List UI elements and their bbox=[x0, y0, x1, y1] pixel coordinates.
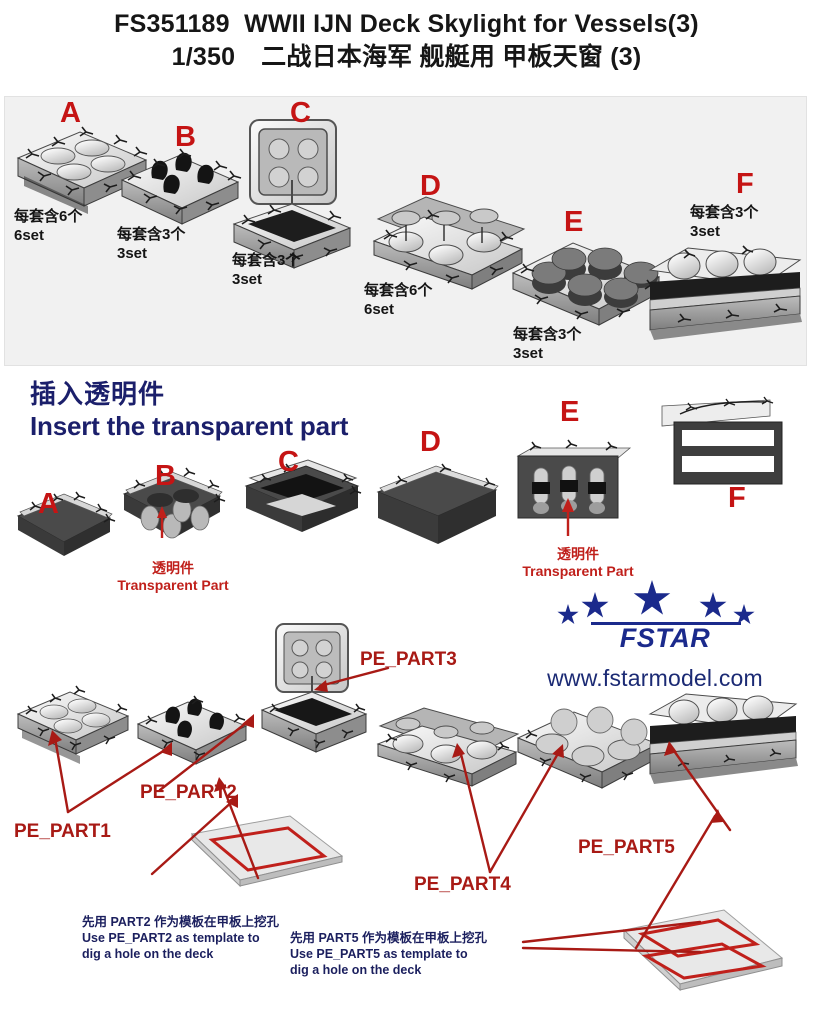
deck-hole-note-right-en-1: Use PE_PART5 as template to bbox=[290, 947, 468, 961]
deck-hole-note-left: 先用 PART2 作为模板在甲板上挖孔 Use PE_PART2 as temp… bbox=[82, 914, 279, 962]
title-chinese: 二战日本海军 舰艇用 甲板天窗 (3) bbox=[261, 43, 642, 71]
logo-star-3 bbox=[633, 580, 671, 615]
transparent-part-note-e: 透明件 Transparent Part bbox=[508, 546, 648, 580]
pe-part3-label: PE_PART3 bbox=[360, 649, 457, 670]
part-qty-e-en: 3set bbox=[513, 345, 544, 362]
part-qty-a: 每套含6个 6set bbox=[14, 207, 82, 245]
part-letter-f: F bbox=[736, 168, 754, 200]
part-letter-c: C bbox=[290, 97, 311, 129]
deck-hole-note-left-en-2: dig a hole on the deck bbox=[82, 947, 214, 961]
transparent-part-note-e-en: Transparent Part bbox=[522, 563, 634, 579]
pe-part2-label: PE_PART2 bbox=[140, 782, 237, 803]
part-qty-a-cn: 每套含6个 bbox=[14, 208, 83, 225]
scale-label: 1/350 bbox=[171, 43, 236, 71]
part-qty-e-cn: 每套含3个 bbox=[513, 326, 582, 343]
part-qty-c-cn: 每套含3个 bbox=[232, 252, 301, 269]
part-qty-a-en: 6set bbox=[14, 227, 45, 244]
deck-hole-note-left-en-1: Use PE_PART2 as template to bbox=[82, 931, 260, 945]
insert-heading-cn: 插入透明件 bbox=[30, 379, 166, 409]
part-qty-c-en: 3set bbox=[232, 271, 263, 288]
part-letter-a: A bbox=[60, 97, 81, 129]
part-qty-d: 每套含6个 6set bbox=[364, 281, 432, 319]
transparent-letter-d: D bbox=[420, 426, 441, 458]
page-title: FS351189 WWII IJN Deck Skylight for Vess… bbox=[0, 8, 813, 74]
transparent-letter-f: F bbox=[728, 482, 746, 514]
logo-wordmark: FSTAR bbox=[619, 623, 711, 653]
logo-star-2 bbox=[581, 592, 609, 618]
pe-part5-label: PE_PART5 bbox=[578, 837, 675, 858]
part-qty-f-en: 3set bbox=[690, 223, 721, 240]
part-letter-e: E bbox=[564, 206, 584, 238]
deck-hole-note-left-cn: 先用 PART2 作为模板在甲板上挖孔 bbox=[82, 915, 279, 929]
website-url[interactable]: www.fstarmodel.com bbox=[547, 665, 763, 691]
transparent-part-note-b-en: Transparent Part bbox=[117, 577, 229, 593]
logo-star-1 bbox=[557, 604, 579, 625]
part-qty-b-cn: 每套含3个 bbox=[117, 226, 186, 243]
transparent-part-note-b-cn: 透明件 bbox=[152, 560, 194, 576]
transparent-letter-a: A bbox=[38, 488, 59, 520]
insert-transparent-heading: 插入透明件 Insert the transparent part bbox=[30, 378, 550, 442]
title-english: WWII IJN Deck Skylight for Vessels(3) bbox=[244, 10, 699, 38]
logo-bar bbox=[591, 622, 741, 625]
deck-hole-note-right-en-2: dig a hole on the deck bbox=[290, 963, 422, 977]
part-qty-b: 每套含3个 3set bbox=[117, 225, 185, 263]
logo-star-4 bbox=[699, 592, 727, 618]
part-qty-f-cn: 每套含3个 bbox=[690, 204, 759, 221]
part-letter-d: D bbox=[420, 170, 441, 202]
transparent-letter-e: E bbox=[560, 396, 580, 428]
transparent-letter-b: B bbox=[155, 460, 176, 492]
transparent-letter-c: C bbox=[278, 446, 299, 478]
part-qty-e: 每套含3个 3set bbox=[513, 325, 581, 363]
part-qty-d-en: 6set bbox=[364, 301, 395, 318]
product-code: FS351189 bbox=[114, 10, 230, 38]
part-letter-b: B bbox=[175, 121, 196, 153]
transparent-part-note-e-cn: 透明件 bbox=[557, 546, 599, 562]
title-line-english: FS351189 WWII IJN Deck Skylight for Vess… bbox=[0, 8, 813, 40]
deck-hole-note-right-cn: 先用 PART5 作为模板在甲板上挖孔 bbox=[290, 931, 487, 945]
insert-heading-en: Insert the transparent part bbox=[30, 411, 349, 441]
part-qty-c: 每套含3个 3set bbox=[232, 251, 300, 289]
pe-part4-label: PE_PART4 bbox=[414, 874, 511, 895]
fstar-logo: FSTAR bbox=[555, 580, 775, 658]
transparent-part-note-b: 透明件 Transparent Part bbox=[108, 560, 238, 594]
part-qty-d-cn: 每套含6个 bbox=[364, 282, 433, 299]
pe-part1-label: PE_PART1 bbox=[14, 821, 111, 842]
part-qty-f: 每套含3个 3set bbox=[690, 203, 758, 241]
title-line-chinese: 1/350 二战日本海军 舰艇用 甲板天窗 (3) bbox=[0, 40, 813, 74]
deck-hole-note-right: 先用 PART5 作为模板在甲板上挖孔 Use PE_PART5 as temp… bbox=[290, 930, 487, 978]
part-qty-b-en: 3set bbox=[117, 245, 148, 262]
